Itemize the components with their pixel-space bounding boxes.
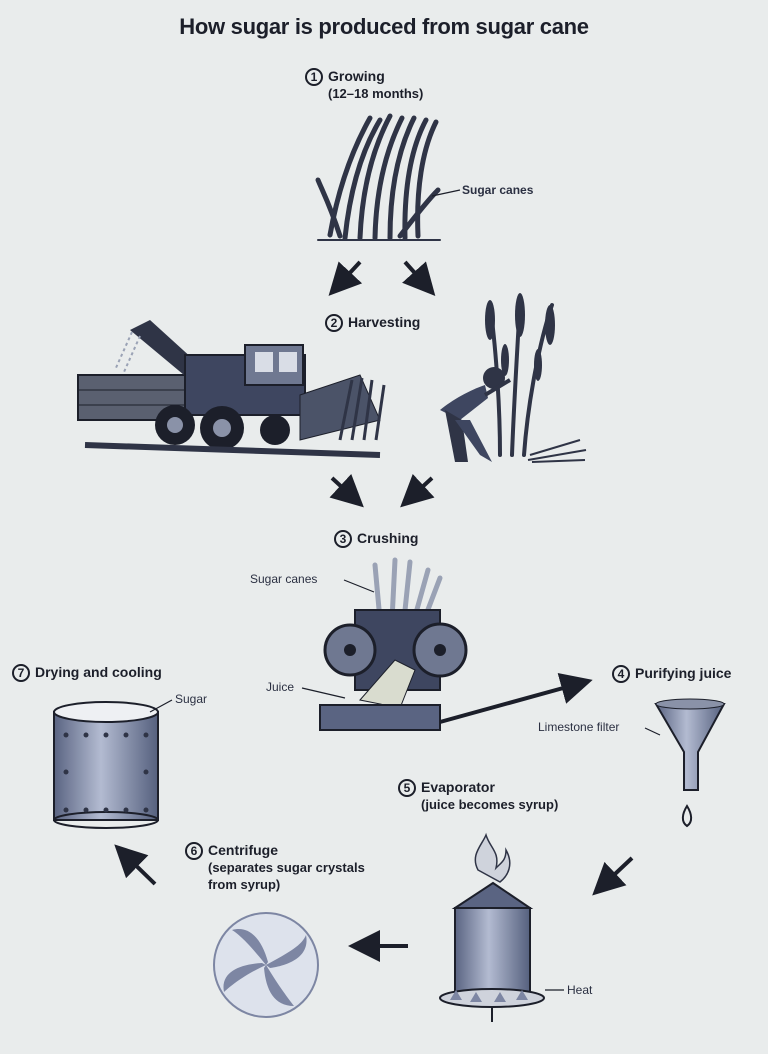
callout-sugar: Sugar xyxy=(175,692,208,706)
step-harvesting: 2 Harvesting xyxy=(325,314,420,332)
step-detail: (juice becomes syrup) xyxy=(421,797,559,812)
manual-harvesting-image xyxy=(440,293,587,463)
crushing-machine-image xyxy=(319,557,468,731)
step-centrifuge: 6 Centrifuge (separates sugar crystals f… xyxy=(185,842,365,893)
arrow-crushing-to-purifying xyxy=(439,672,593,724)
arrow-machine-to-crushing xyxy=(329,473,364,508)
callout-juice: Juice xyxy=(266,680,295,694)
step-evaporator: 5 Evaporator (juice becomes syrup) xyxy=(398,779,558,813)
step-label: Harvesting xyxy=(348,314,421,330)
step-number: 7 xyxy=(12,664,30,682)
arrow-purifying-to-evaporator xyxy=(592,856,634,896)
step-label: Purifying juice xyxy=(635,665,732,681)
step-label: Centrifuge xyxy=(208,842,278,858)
centrifuge-image xyxy=(213,912,319,1018)
step-label: Growing xyxy=(328,68,385,84)
step-number: 3 xyxy=(334,530,352,548)
evaporator-image xyxy=(439,832,545,1022)
step-label: Crushing xyxy=(357,530,419,546)
step-detail: (12–18 months) xyxy=(328,86,424,101)
callout-limestone-filter: Limestone filter xyxy=(538,720,620,734)
step-number: 2 xyxy=(325,314,343,332)
step-detail: (separates sugar crystals from syrup) xyxy=(208,860,365,892)
callout-sugar-canes-field: Sugar canes xyxy=(462,183,534,197)
arrow-growing-to-machine xyxy=(328,260,363,296)
arrow-centrifuge-to-drying xyxy=(114,844,157,886)
step-label: Evaporator xyxy=(421,779,495,795)
step-purifying-juice: 4 Purifying juice xyxy=(612,665,731,683)
diagram-title: How sugar is produced from sugar cane xyxy=(179,14,589,39)
arrow-growing-to-manual xyxy=(402,260,436,296)
step-drying-cooling: 7 Drying and cooling xyxy=(12,664,162,682)
step-number: 5 xyxy=(398,779,416,797)
sugar-cane-field-image xyxy=(315,113,441,241)
callout-leader-lines xyxy=(149,189,661,991)
step-crushing: 3 Crushing xyxy=(334,530,418,548)
step-number: 1 xyxy=(305,68,323,86)
limestone-funnel-image xyxy=(654,698,726,828)
step-label: Drying and cooling xyxy=(35,664,162,680)
callout-sugar-canes-crushing: Sugar canes xyxy=(250,572,318,586)
arrow-manual-to-crushing xyxy=(400,473,435,508)
harvester-machine-image xyxy=(77,320,386,458)
step-number: 6 xyxy=(185,842,203,860)
step-number: 4 xyxy=(612,665,630,683)
step-growing: 1 Growing (12–18 months) xyxy=(305,68,423,102)
callout-heat: Heat xyxy=(567,983,593,997)
drying-drum-image xyxy=(53,701,159,829)
